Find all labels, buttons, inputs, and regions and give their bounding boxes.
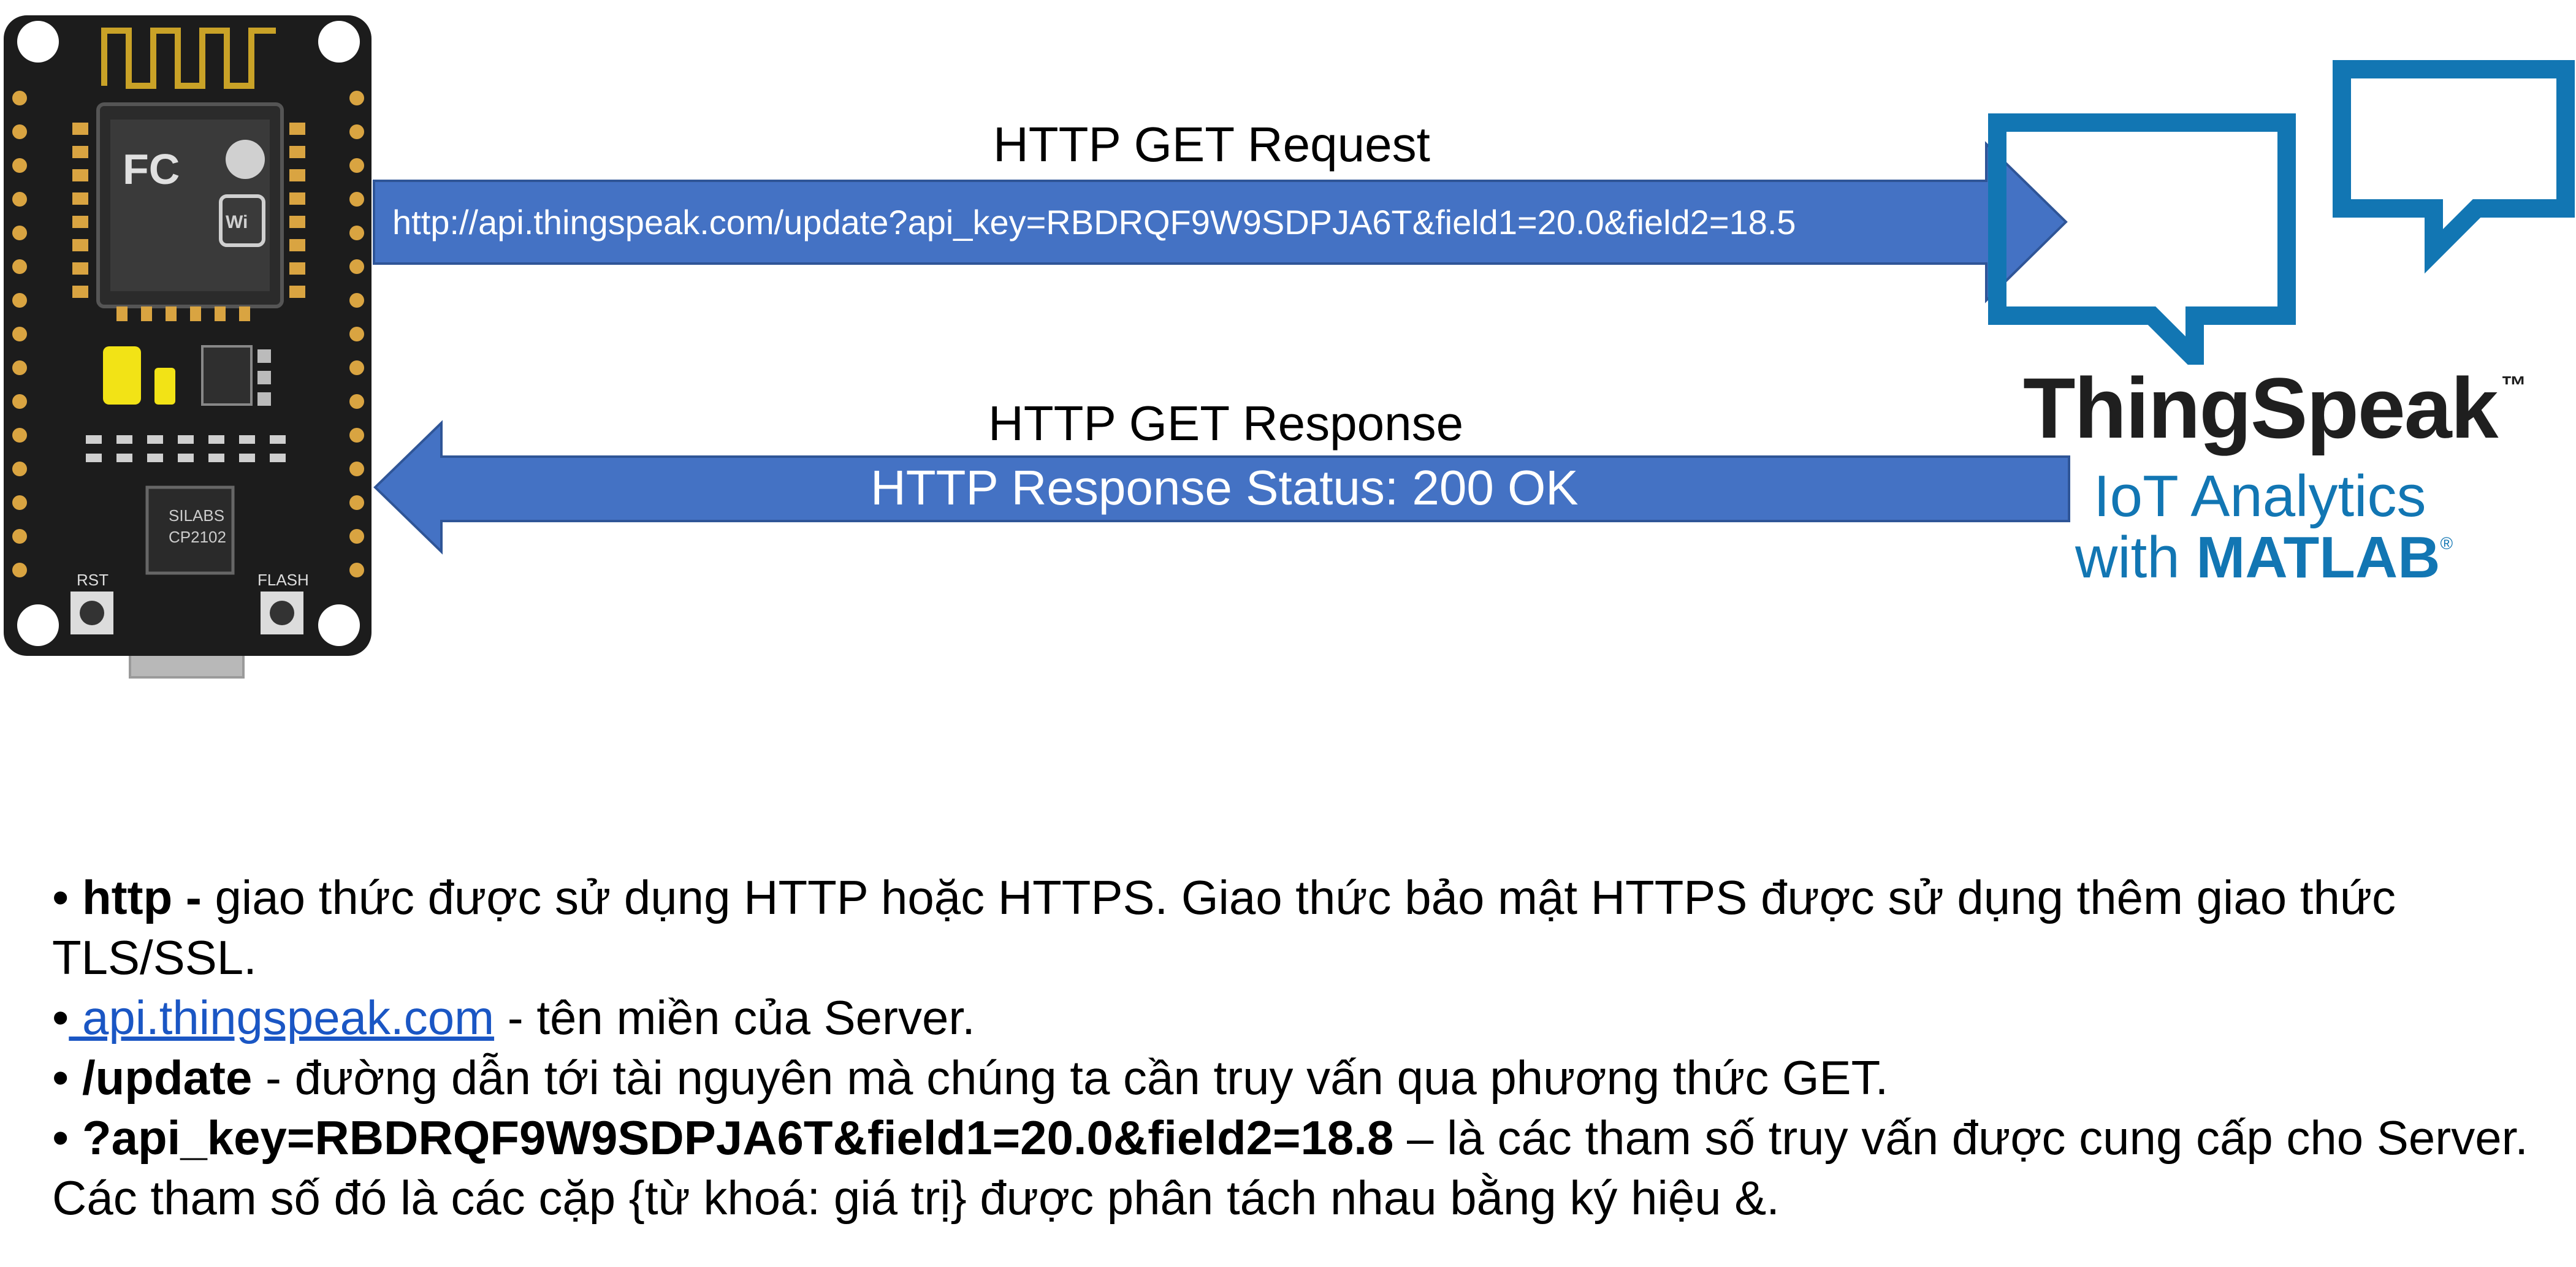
flash-button-label: FLASH: [257, 571, 309, 589]
logo-tagline-prefix: with: [2075, 525, 2197, 590]
note-http: • http - giao thức được sử dụng HTTP hoặ…: [52, 870, 2396, 984]
rst-button-label: RST: [77, 571, 109, 589]
esp8266-nodemcu-board-icon: FC Wi: [4, 15, 372, 679]
svg-text:Wi: Wi: [226, 212, 248, 232]
logo-matlab: MATLAB: [2196, 525, 2441, 590]
logo-name: ThingSpeak: [2023, 360, 2498, 456]
domain-link[interactable]: api.thingspeak.com: [69, 991, 495, 1044]
note-path-text: - đường dẫn tới tài nguyên mà chúng ta c…: [252, 1051, 1889, 1105]
thingspeak-bubbles-icon: [1988, 60, 2575, 365]
chip-label-2: CP2102: [169, 528, 226, 546]
note-domain: • api.thingspeak.com - tên miền của Serv…: [52, 991, 975, 1044]
response-label: HTTP GET Response: [988, 396, 1464, 451]
note-http-text: giao thức được sử dụng HTTP hoặc HTTPS. …: [52, 870, 2396, 984]
note-domain-text: - tên miền của Server.: [494, 991, 975, 1044]
request-label: HTTP GET Request: [993, 117, 1430, 172]
svg-text:FC: FC: [123, 145, 180, 193]
logo-tagline-1: IoT Analytics: [2094, 463, 2426, 529]
registered-symbol: ®: [2440, 534, 2453, 553]
note-query-text: – là các tham số truy vấn được cung cấp …: [52, 1111, 2528, 1225]
notes-list: • http - giao thức được sử dụng HTTP hoặ…: [52, 867, 2541, 1228]
logo-tagline-2: with MATLAB®: [2075, 524, 2453, 592]
response-arrow: [373, 420, 2070, 555]
trademark-symbol: ™: [2501, 371, 2526, 400]
note-query: • ?api_key=RBDRQF9W9SDPJA6T&field1=20.0&…: [52, 1111, 2528, 1225]
request-url: http://api.thingspeak.com/update?api_key…: [392, 203, 1796, 242]
note-query-term: ?api_key=RBDRQF9W9SDPJA6T&field1=20.0&fi…: [82, 1111, 1394, 1165]
chip-label-1: SILABS: [169, 506, 224, 525]
note-path: • /update - đường dẫn tới tài nguyên mà …: [52, 1051, 1889, 1105]
note-path-term: /update: [82, 1051, 253, 1105]
request-arrow: [373, 141, 2070, 555]
response-status: HTTP Response Status: 200 OK: [871, 460, 1579, 515]
note-http-term: http -: [82, 870, 202, 924]
